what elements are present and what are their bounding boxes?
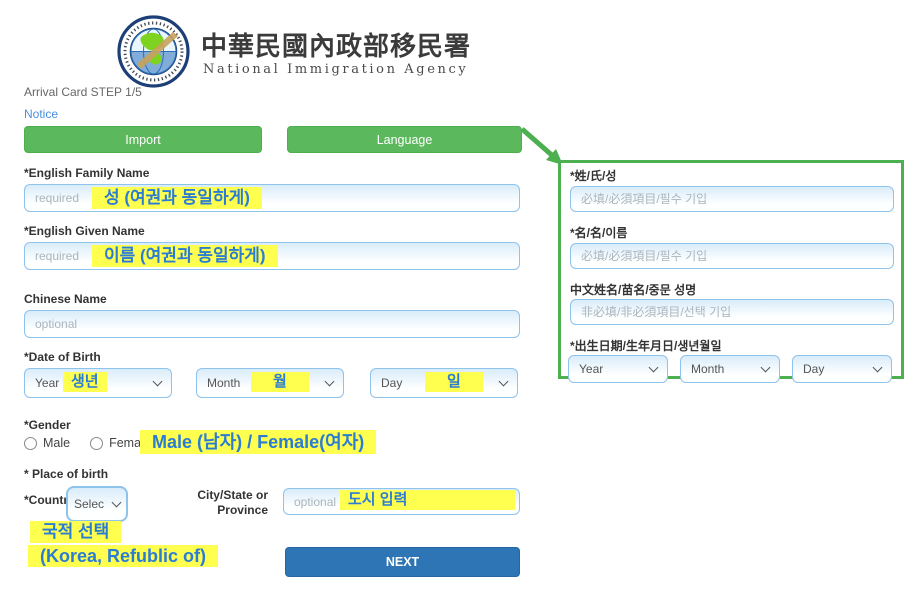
female-radio[interactable] [90,436,104,450]
agency-title-en: National Immigration Agency [203,62,469,77]
nationality-annotation-line1: 국적 선택 [30,521,122,543]
panel-surname-input[interactable] [570,186,894,212]
panel-given-name-input[interactable] [570,243,894,269]
panel-chinese-name-input[interactable] [570,299,894,325]
panel-given-name-label: *名/名/이름 [570,226,628,240]
city-state-label: City/State or Province [182,488,268,518]
country-select-value: Selec [74,497,105,511]
panel-dob-label: *出生日期/生年月日/생년월일 [570,339,722,353]
english-family-name-label: *English Family Name [24,166,150,180]
panel-month-select[interactable]: Month [680,355,780,383]
chevron-down-icon [111,497,122,508]
country-select[interactable]: Selec [66,486,128,522]
day-annotation: 일 [425,372,483,392]
step-indicator: Arrival Card STEP 1/5 [24,85,142,99]
nationality-annotation-line2: (Korea, Refublic of) [28,545,219,567]
panel-chinese-name-label: 中文姓名/苗名/중문 성명 [570,283,697,297]
gender-annotation: Male (남자) / Female(여자) [140,430,377,454]
male-radio-label: Male [43,436,71,450]
panel-surname-label: *姓/氏/성 [570,169,617,183]
panel-day-value: Day [803,362,825,376]
next-button[interactable]: NEXT [285,547,520,577]
year-annotation: 생년 [63,372,107,392]
given-name-annotation: 이름 (여권과 동일하게) [92,245,278,267]
city-state-label-line1: City/State or [197,488,268,502]
date-of-birth-label: *Date of Birth [24,350,101,364]
english-given-name-label: *English Given Name [24,224,145,238]
male-radio[interactable] [24,436,37,450]
chevron-down-icon [498,376,509,387]
family-name-annotation: 성 (여권과 동일하게) [92,187,262,209]
gender-label: *Gender [24,418,71,432]
country-label: *Countr [24,493,68,507]
chevron-down-icon [324,376,335,387]
chevron-down-icon [760,362,771,373]
city-annotation: 도시 입력 [340,490,515,510]
chinese-name-label: Chinese Name [24,292,107,306]
import-button[interactable]: Import [24,126,262,153]
chevron-down-icon [872,362,883,373]
agency-title-zh: 中華民國內政部移民署 [201,32,472,62]
panel-month-value: Month [691,362,725,376]
panel-year-select[interactable]: Year [568,355,668,383]
notice-link[interactable]: Notice [24,107,59,121]
place-of-birth-label: * Place of birth [24,467,109,481]
birth-day-value: Day [381,376,403,390]
language-button[interactable]: Language [287,126,522,153]
chevron-down-icon [648,362,659,373]
city-state-label-line2: Province [217,503,268,517]
agency-logo-icon [117,15,190,88]
birth-month-value: Month [207,376,241,390]
panel-year-value: Year [579,362,604,376]
panel-day-select[interactable]: Day [792,355,892,383]
chevron-down-icon [152,376,163,387]
birth-year-value: Year [35,376,60,390]
month-annotation: 월 [251,372,309,392]
chinese-name-input[interactable] [24,310,520,338]
